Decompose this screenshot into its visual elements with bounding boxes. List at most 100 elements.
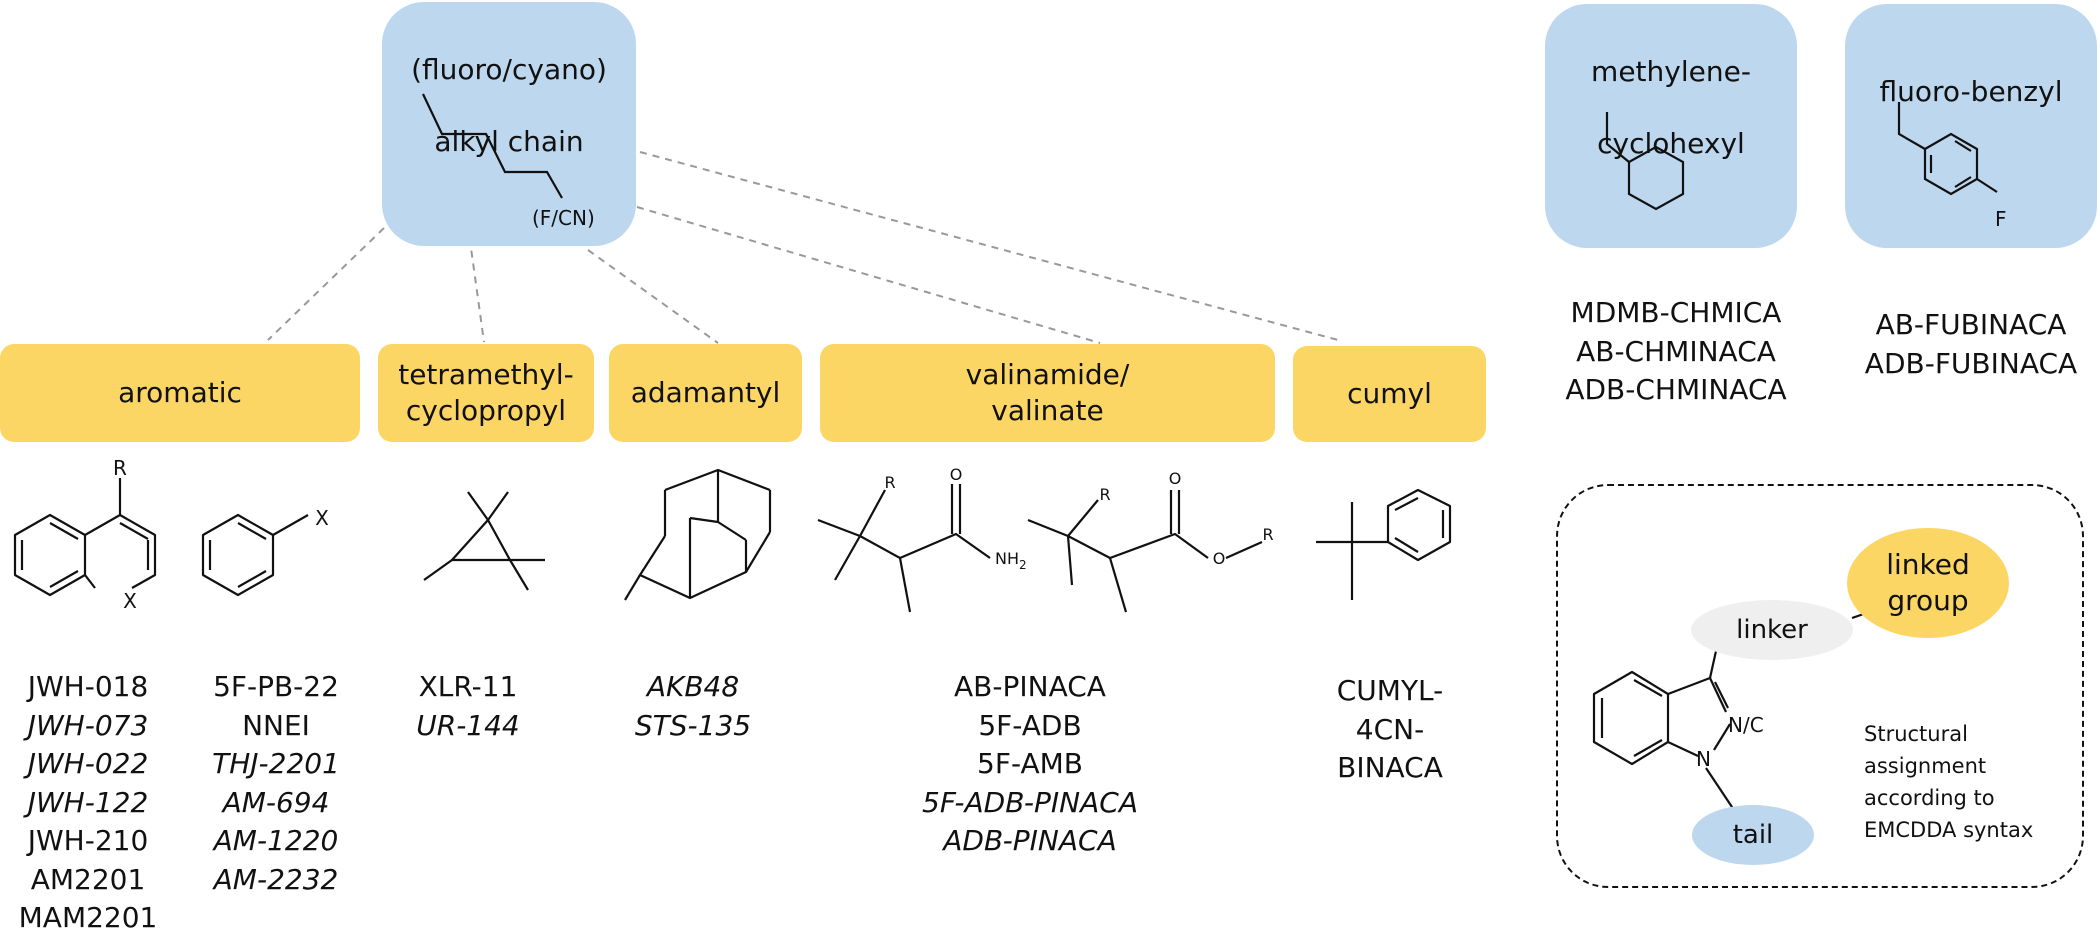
fluoro-benzyl-label: fluoro-benzyl xyxy=(1845,38,2097,146)
list-item: JWH-210 xyxy=(27,824,149,857)
list-item: THJ-2201 xyxy=(212,747,340,780)
connector-valine xyxy=(636,206,1101,344)
valine-compounds: AB-PINACA 5F-ADB 5F-AMB 5F-ADB-PINACA AD… xyxy=(910,668,1150,861)
ester-r-label: R xyxy=(1099,485,1110,504)
list-item: JWH-018 xyxy=(27,670,149,703)
aromatic-compounds-b: 5F-PB-22 NNEI THJ-2201 AM-694 AM-1220 AM… xyxy=(196,668,356,899)
cumyl-compounds: CUMYL- 4CN- BINACA xyxy=(1320,672,1460,788)
list-item: MDMB-CHMICA xyxy=(1570,296,1782,329)
linked-group-cumyl: cumyl xyxy=(1293,346,1486,442)
fluoro-benzyl-structure: F xyxy=(1897,102,2007,231)
methylene-cyclohexyl-examples: MDMB-CHMICA AB-CHMINACA ADB-CHMINACA xyxy=(1545,294,1807,410)
list-item: ADB-FUBINACA xyxy=(1864,346,2078,380)
alkyl-chain-structure: (F/CN) xyxy=(422,93,595,230)
tetramethylcyclopropyl-label-line2: cyclopropyl xyxy=(405,394,567,427)
list-item: UR-144 xyxy=(416,708,520,742)
amide-nh-label: NH xyxy=(995,549,1019,568)
list-item: ADB-CHMINACA xyxy=(1565,373,1787,406)
list-item: AM-1220 xyxy=(213,824,339,857)
list-item: XLR-11 xyxy=(418,670,518,703)
valinamide-label-line1: valinamide/ xyxy=(965,358,1130,391)
list-item: 4CN- xyxy=(1355,712,1425,746)
adamantyl-label: adamantyl xyxy=(630,376,781,409)
valinamide-label-line2: valinate xyxy=(991,394,1104,427)
tetramethylcyclopropyl-structure xyxy=(423,491,545,591)
list-item: JWH-022 xyxy=(27,747,149,780)
quinoline-x-label: X xyxy=(123,589,137,613)
list-item: 5F-ADB xyxy=(978,708,1082,742)
tetramethylcyclopropyl-label-line1: tetramethyl- xyxy=(398,358,574,391)
list-item: AM-2232 xyxy=(213,862,339,896)
linked-group-aromatic: aromatic xyxy=(0,344,360,442)
list-item: ADB-PINACA xyxy=(943,824,1117,857)
connector-cyclopropyl xyxy=(465,211,485,343)
ester-carbonyl-o-label: O xyxy=(1169,469,1182,488)
amide-o-label: O xyxy=(950,465,963,484)
legend-tail-label: tail xyxy=(1732,820,1774,850)
list-item: NNEI xyxy=(242,708,310,742)
phenyl-x-label: X xyxy=(315,506,329,530)
list-item: AB-FUBINACA xyxy=(1875,308,2067,341)
legend-ring-n-label: N xyxy=(1696,747,1711,771)
list-item: JWH-073 xyxy=(27,708,149,742)
linked-group-adamantyl: adamantyl xyxy=(609,344,802,442)
adamantyl-compounds: AKB48 STS-135 xyxy=(620,668,766,745)
connector-adamantyl xyxy=(587,249,719,344)
list-item: MAM2201 xyxy=(18,901,158,934)
linked-group-structures: R X X R O NH2 R O O R xyxy=(13,456,1452,613)
list-item: 5F-AMB xyxy=(977,747,1083,780)
cumyl-structure xyxy=(1316,488,1452,600)
list-item: AKB48 xyxy=(646,670,740,703)
linked-group-tetramethylcyclopropyl: tetramethyl- cyclopropyl xyxy=(378,344,594,442)
cyclopropyl-compounds: XLR-11 UR-144 xyxy=(398,668,538,745)
tail-group-label-line2: alkyl chain xyxy=(434,125,584,158)
legend-linker: linker xyxy=(1691,600,1853,660)
adamantyl-structure xyxy=(624,468,772,601)
fluoro-benzyl-label-line1: fluoro-benzyl xyxy=(1879,75,2063,108)
ester-r2-label: R xyxy=(1262,525,1273,544)
list-item: CUMYL- xyxy=(1336,674,1444,707)
methylene-cyclohexyl-structure xyxy=(1605,112,1685,211)
tail-group-label: (fluoro/cyano) alkyl chain xyxy=(382,16,636,196)
legend-tail: tail xyxy=(1692,805,1814,865)
alkyl-chain-atom-label: (F/CN) xyxy=(532,206,595,230)
phenyl-structure xyxy=(201,513,309,597)
list-item: AM-694 xyxy=(222,785,330,819)
legend-note: Structural assignment according to EMCDD… xyxy=(1864,722,2034,842)
list-item: AM2201 xyxy=(30,862,146,896)
connector-cumyl xyxy=(639,151,1339,341)
valinamide-structure xyxy=(817,484,991,613)
amide-r-label: R xyxy=(884,473,895,492)
legend-linked-group-line2: group xyxy=(1887,584,1969,617)
methylene-cyclohexyl-label-line1: methylene- xyxy=(1591,55,1751,88)
quinoline-r-label: R xyxy=(113,456,127,480)
legend-box xyxy=(1556,484,2084,888)
valinate-structure xyxy=(1027,490,1263,613)
list-item: 5F-ADB-PINACA xyxy=(922,785,1138,819)
quinoline-structure xyxy=(13,478,157,597)
legend-ring-nc-label: N/C xyxy=(1728,713,1764,737)
amide-nh-subscript: 2 xyxy=(1019,558,1027,572)
tail-group-label-line1: (fluoro/cyano) xyxy=(411,53,607,86)
tail-group-alkyl-chain xyxy=(382,2,636,246)
ester-o-label: O xyxy=(1213,549,1226,568)
list-item: JWH-122 xyxy=(27,785,149,819)
legend-linked-group: linked group xyxy=(1847,528,2009,638)
legend-linked-group-line1: linked xyxy=(1886,548,1970,581)
fluoro-benzyl-atom-f: F xyxy=(1995,207,2007,231)
list-item: AB-CHMINACA xyxy=(1576,334,1776,368)
amide-nh2-label: NH2 xyxy=(995,549,1027,572)
group-methylene-cyclohexyl xyxy=(1545,4,1797,248)
list-item: STS-135 xyxy=(634,708,752,742)
connector-aromatic xyxy=(267,227,385,341)
linked-group-valinamide-valinate: valinamide/ valinate xyxy=(820,344,1275,442)
cumyl-label: cumyl xyxy=(1347,377,1432,410)
list-item: AB-PINACA xyxy=(954,670,1106,703)
list-item: 5F-PB-22 xyxy=(213,670,339,703)
aromatic-label: aromatic xyxy=(118,376,242,409)
list-item: BINACA xyxy=(1337,751,1443,784)
legend-linker-label: linker xyxy=(1736,615,1808,645)
fluoro-benzyl-examples: AB-FUBINACA ADB-FUBINACA xyxy=(1845,306,2097,383)
